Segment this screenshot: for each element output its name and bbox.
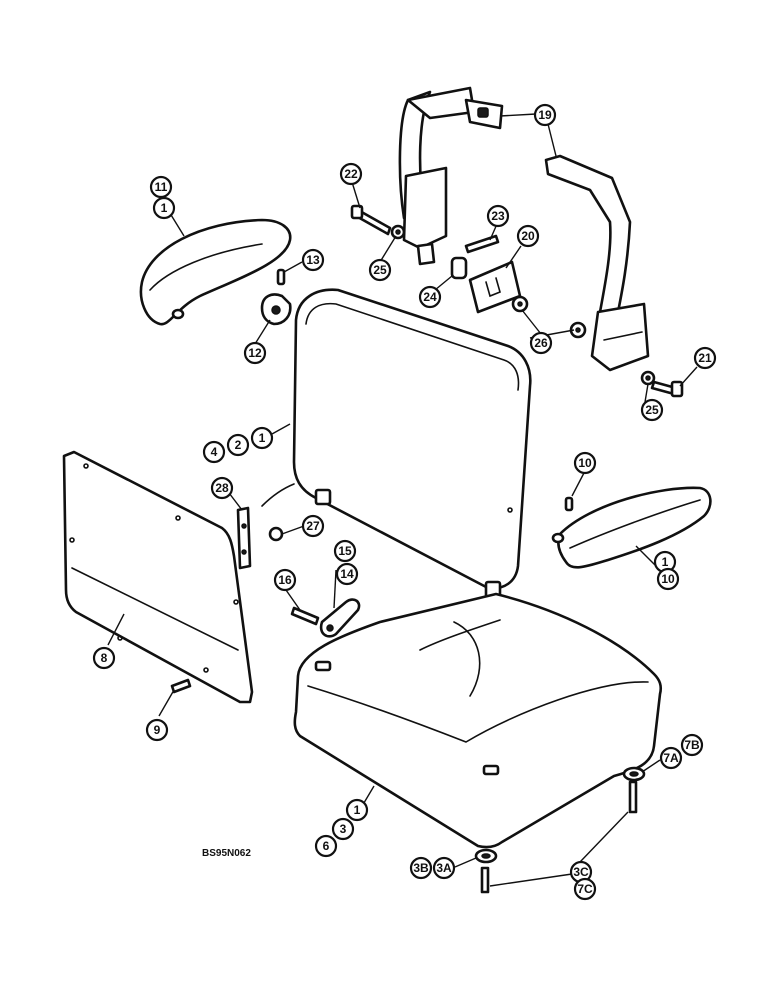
bolt-7C — [628, 780, 638, 814]
armrest-left — [139, 218, 292, 326]
svg-text:26: 26 — [534, 336, 548, 350]
lever-14 — [319, 598, 361, 638]
callout-22: 22 — [339, 162, 363, 186]
svg-text:9: 9 — [154, 723, 161, 737]
callout-4: 4 — [202, 440, 226, 464]
svg-text:7B: 7B — [684, 738, 700, 752]
svg-text:1: 1 — [161, 201, 168, 215]
svg-text:2: 2 — [235, 438, 242, 452]
callout-10-armrest: 10 — [656, 567, 680, 591]
armrest-right — [551, 486, 712, 569]
screw-9 — [170, 678, 192, 694]
pin-13 — [276, 268, 286, 286]
seat-belt — [398, 86, 650, 372]
svg-text:4: 4 — [211, 445, 218, 459]
grommet-3A — [474, 848, 498, 864]
callout-25-left: 25 — [368, 258, 392, 282]
callout-3: 3 — [331, 817, 355, 841]
callout-21: 21 — [693, 346, 717, 370]
svg-text:25: 25 — [645, 403, 659, 417]
callout-1-armrest-left: 1 — [152, 196, 176, 220]
callout-26: 26 — [529, 331, 553, 355]
svg-text:23: 23 — [491, 209, 505, 223]
bolt-21 — [650, 380, 684, 398]
svg-text:1: 1 — [662, 555, 669, 569]
bolt-23 — [464, 234, 500, 254]
callout-7C: 7C — [573, 877, 597, 901]
seat-cushion — [293, 592, 663, 849]
pivot-bracket-12 — [260, 293, 292, 326]
callout-2: 2 — [226, 433, 250, 457]
svg-text:22: 22 — [344, 167, 358, 181]
svg-text:16: 16 — [278, 573, 292, 587]
callout-1-cushion: 1 — [345, 798, 369, 822]
bracket-28 — [236, 506, 252, 570]
svg-text:24: 24 — [423, 290, 437, 304]
callout-27: 27 — [301, 514, 325, 538]
svg-text:1: 1 — [354, 803, 361, 817]
cable — [261, 483, 295, 507]
callout-9: 9 — [145, 718, 169, 742]
callout-6: 6 — [314, 834, 338, 858]
svg-text:6: 6 — [323, 839, 330, 853]
svg-text:20: 20 — [521, 229, 535, 243]
callout-3C: 3C — [569, 860, 593, 884]
svg-text:10: 10 — [661, 572, 675, 586]
svg-text:15: 15 — [338, 544, 352, 558]
washer-25-left — [390, 224, 406, 240]
svg-text:3C: 3C — [573, 865, 589, 879]
svg-text:8: 8 — [101, 651, 108, 665]
callout-3A: 3A — [432, 856, 456, 880]
back-panel — [62, 450, 254, 704]
svg-text:12: 12 — [248, 346, 262, 360]
callout-24: 24 — [418, 285, 442, 309]
callout-1-backrest: 1 — [250, 426, 274, 450]
backrest — [292, 288, 532, 606]
callout-10-pin: 10 — [573, 451, 597, 475]
callout-13: 13 — [301, 248, 325, 272]
svg-text:27: 27 — [306, 519, 320, 533]
callout-19: 19 — [533, 103, 557, 127]
svg-text:10: 10 — [578, 456, 592, 470]
bolt-22 — [350, 204, 392, 236]
callout-23: 23 — [486, 204, 510, 228]
grommet-7A — [622, 766, 646, 782]
svg-text:3: 3 — [340, 822, 347, 836]
callout-7B: 7B — [680, 733, 704, 757]
figure-reference-code: BS95N062 — [202, 848, 251, 859]
svg-text:28: 28 — [215, 481, 229, 495]
svg-text:14: 14 — [340, 567, 354, 581]
callout-15: 15 — [333, 539, 357, 563]
svg-text:3B: 3B — [413, 861, 429, 875]
svg-text:3A: 3A — [436, 861, 452, 875]
svg-text:25: 25 — [373, 263, 387, 277]
callout-7A: 7A — [659, 746, 683, 770]
svg-text:13: 13 — [306, 253, 320, 267]
callout-14: 14 — [335, 562, 359, 586]
svg-text:BS95N062: BS95N062 — [202, 848, 251, 859]
svg-text:19: 19 — [538, 108, 552, 122]
bolt-3C — [480, 866, 490, 894]
callout-3B: 3B — [409, 856, 433, 880]
svg-text:7C: 7C — [577, 882, 593, 896]
washer-25-right — [640, 370, 656, 386]
callout-25-right: 25 — [640, 398, 664, 422]
svg-text:7A: 7A — [663, 751, 679, 765]
svg-text:1: 1 — [259, 431, 266, 445]
svg-text:11: 11 — [155, 180, 168, 194]
bolt-16 — [290, 606, 320, 626]
callout-20: 20 — [516, 224, 540, 248]
callout-12: 12 — [243, 341, 267, 365]
callout-28: 28 — [210, 476, 234, 500]
nut-26-upper — [511, 295, 529, 313]
callout-16: 16 — [273, 568, 297, 592]
svg-text:21: 21 — [698, 351, 712, 365]
spacer-24 — [450, 256, 468, 280]
callout-11: 11 — [149, 175, 173, 199]
clip-27 — [268, 526, 284, 542]
callout-8: 8 — [92, 646, 116, 670]
